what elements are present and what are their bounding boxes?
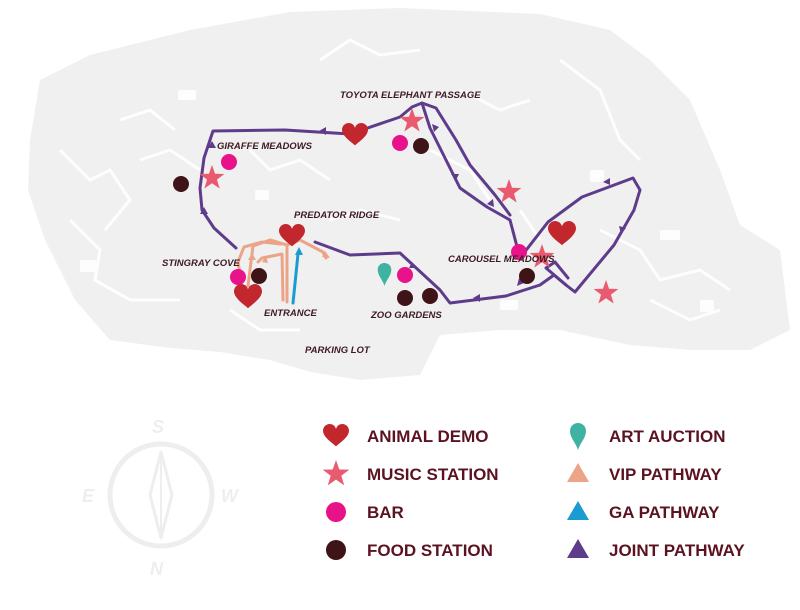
legend-label-vip-pathway: VIP PATHWAY [609, 465, 722, 484]
compass: S N E W [82, 417, 240, 579]
legend-label-food-station: FOOD STATION [367, 541, 493, 560]
map-labels: TOYOTA ELEPHANT PASSAGE GIRAFFE MEADOWS … [162, 90, 555, 356]
triangle-icon [295, 247, 303, 255]
bar-markers [221, 135, 527, 285]
circle-icon [221, 154, 237, 170]
ga-pathway-route [291, 252, 300, 305]
circle-icon [413, 138, 429, 154]
park-outline [28, 8, 790, 380]
label-toyota-elephant-passage: TOYOTA ELEPHANT PASSAGE [340, 90, 481, 101]
legend-item-food-station: FOOD STATION [326, 540, 493, 560]
circle-icon [397, 290, 413, 306]
legend-item-animal-demo: ANIMAL DEMO [323, 423, 489, 447]
triangle-icon [208, 141, 216, 148]
legend-label-music-station: MUSIC STATION [367, 465, 499, 484]
triangle-icon [200, 207, 208, 214]
legend-item-ga-pathway: GA PATHWAY [567, 501, 720, 522]
heart-icon [323, 423, 349, 447]
triangle-icon [432, 124, 439, 132]
legend: ANIMAL DEMO MUSIC STATION BAR FOOD STATI… [322, 423, 745, 560]
legend-label-animal-demo: ANIMAL DEMO [367, 427, 489, 446]
label-giraffe-meadows: GIRAFFE MEADOWS [217, 141, 313, 152]
label-entrance: ENTRANCE [264, 308, 317, 319]
label-carousel-meadows: CAROUSEL MEADOWS [448, 254, 555, 265]
triangle-icon [567, 463, 589, 482]
triangle-icon [409, 262, 417, 268]
triangle-icon [487, 199, 494, 207]
star-icon [322, 460, 350, 486]
food-station-markers [173, 138, 535, 306]
legend-item-music-station: MUSIC STATION [322, 460, 499, 486]
triangle-icon [567, 501, 589, 520]
compass-west: W [221, 486, 240, 506]
triangle-icon [473, 294, 480, 302]
joint-pathway-route [198, 101, 642, 305]
circle-icon [392, 135, 408, 151]
park-buildings [80, 90, 714, 312]
circle-icon [397, 267, 413, 283]
triangle-icon [322, 251, 330, 258]
circle-icon [173, 176, 189, 192]
legend-label-bar: BAR [367, 503, 404, 522]
triangle-icon [248, 253, 256, 260]
legend-label-joint-pathway: JOINT PATHWAY [609, 541, 745, 560]
ga-pathway [291, 247, 303, 305]
legend-item-bar: BAR [326, 502, 404, 522]
triangle-icon [262, 256, 268, 263]
compass-east: E [82, 486, 95, 506]
compass-ring [107, 441, 215, 549]
joint-pathway-spur [420, 101, 512, 217]
triangle-icon [451, 174, 459, 180]
joint-pathway-branch [544, 260, 570, 287]
compass-south: S [152, 417, 164, 437]
park-area [28, 8, 790, 380]
joint-pathway-arrows [200, 124, 626, 302]
map-pin-icon [570, 423, 586, 450]
legend-item-joint-pathway: JOINT PATHWAY [567, 539, 745, 560]
circle-icon [326, 502, 346, 522]
joint-pathway [198, 101, 642, 305]
circle-icon [326, 540, 346, 560]
triangle-icon [517, 278, 524, 286]
label-parking-lot: PARKING LOT [305, 345, 371, 356]
label-predator-ridge: PREDATOR RIDGE [294, 210, 380, 221]
circle-icon [230, 269, 246, 285]
vip-pathway-arrows [248, 251, 330, 263]
circle-icon [511, 244, 527, 260]
triangle-icon [603, 178, 610, 185]
legend-item-art-auction: ART AUCTION [570, 423, 725, 450]
circle-icon [422, 288, 438, 304]
triangle-icon [567, 539, 589, 558]
legend-label-art-auction: ART AUCTION [609, 427, 725, 446]
compass-north: N [150, 559, 164, 579]
legend-label-ga-pathway: GA PATHWAY [609, 503, 720, 522]
triangle-icon [619, 226, 626, 234]
circle-icon [519, 268, 535, 284]
triangle-icon [319, 127, 326, 135]
vip-pathway-inner [256, 252, 285, 302]
label-stingray-cove: STINGRAY COVE [162, 258, 240, 269]
label-zoo-gardens: ZOO GARDENS [370, 310, 442, 321]
circle-icon [251, 268, 267, 284]
legend-item-vip-pathway: VIP PATHWAY [567, 463, 722, 484]
